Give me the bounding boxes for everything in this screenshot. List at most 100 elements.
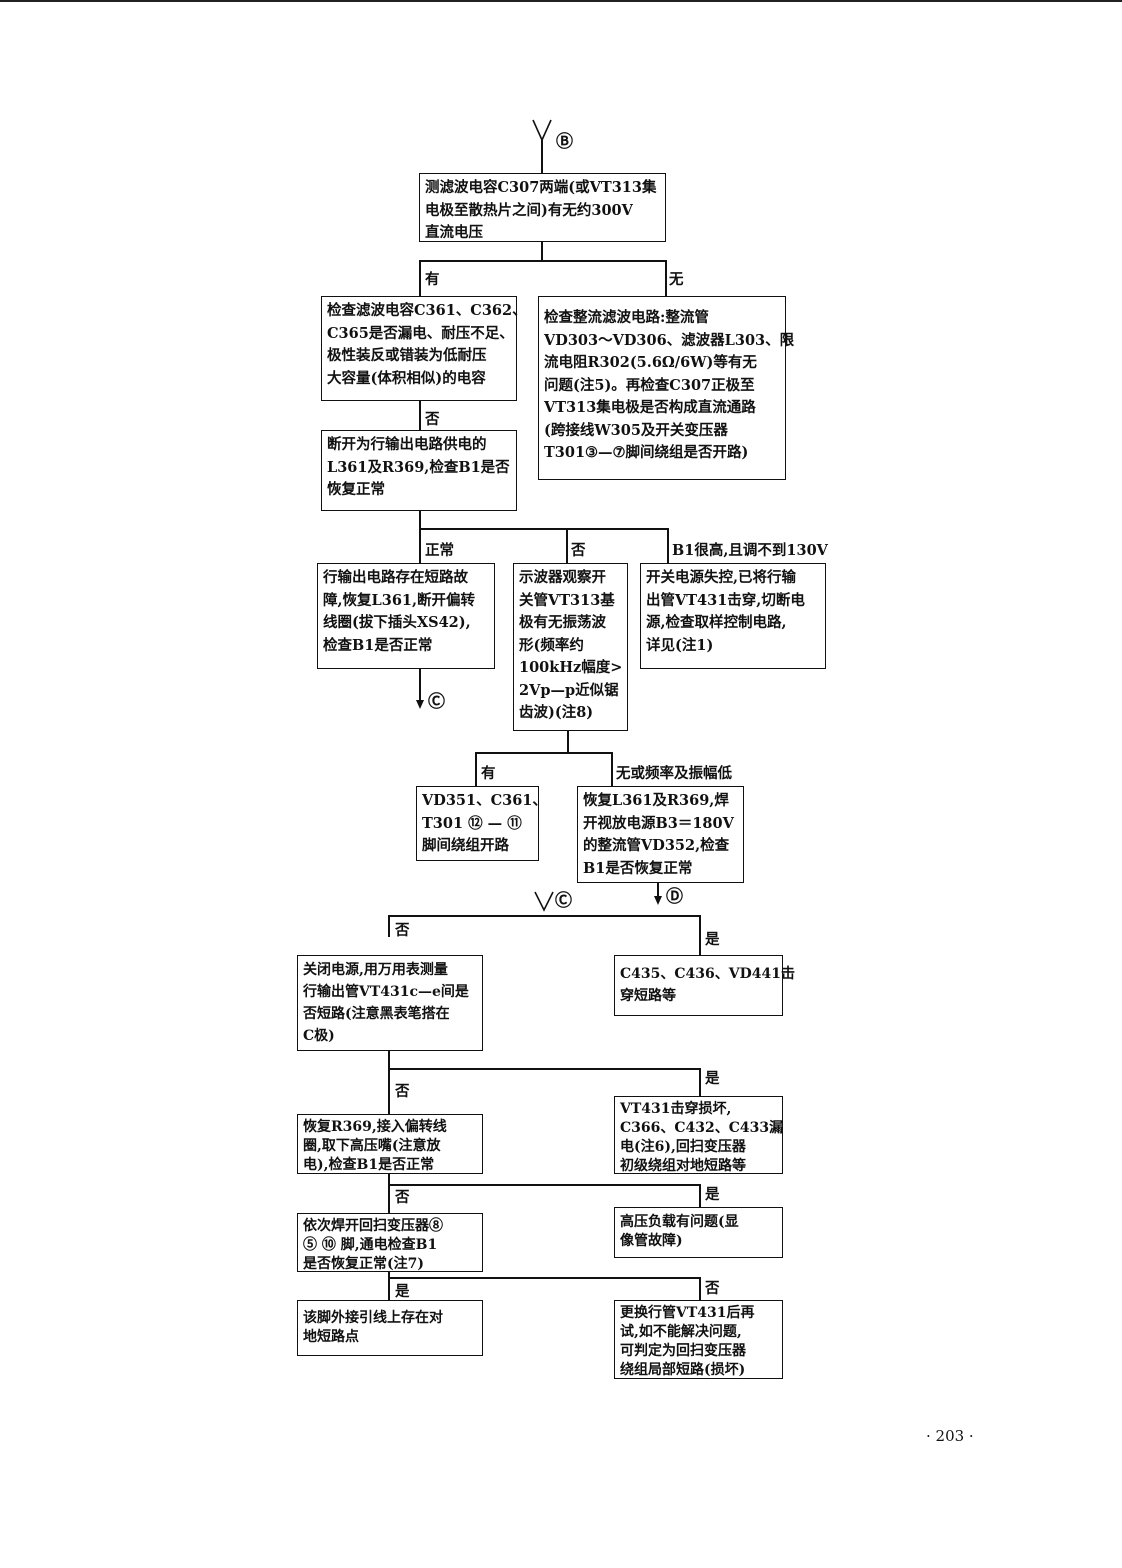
box-text-line: 问题(注5)。再检查C307正极至 (544, 376, 755, 394)
box-text-line: T301③—⑦脚间绕组是否开路) (544, 444, 749, 461)
box-text-line: 检查整流滤波电路:整流管 (544, 309, 709, 326)
box-text-line: 详见(注1) (646, 636, 714, 654)
connector-line (388, 1277, 700, 1279)
branch-label-yes: 是 (705, 1186, 720, 1203)
connector-line (419, 668, 421, 701)
branch-label-yes: 是 (395, 1283, 410, 1300)
branch-label-yes: 是 (705, 931, 720, 948)
arrow-down-icon (416, 700, 424, 709)
box-text-line: 恢复正常 (327, 481, 385, 498)
branch-label-no: 否 (705, 1280, 720, 1297)
box-text-line: 初级绕组对地短路等 (620, 1158, 746, 1174)
connector-line (388, 1173, 390, 1213)
result-replace-vt431: 更换行管VT431后再试,如不能解决问题,可判定为回扫变压器绕组局部短路(损坏) (614, 1300, 783, 1379)
branch-label-yes: 有 (481, 765, 496, 782)
connector-line (667, 528, 669, 563)
box-text-line: 脚间绕组开路 (422, 837, 509, 854)
step-check-rectifier: 检查整流滤波电路:整流管 VD303～VD306、滤波器L303、限流电阻R302… (538, 296, 795, 480)
box-text-line: 测滤波电容C307两端(或VT313集 (425, 179, 657, 196)
connector-line (699, 1184, 701, 1207)
box-text-line: 依次焊开回扫变压器⑧ (303, 1218, 443, 1234)
box-text-line: 试,如不能解决问题, (620, 1324, 742, 1340)
box-text-line: 恢复R369,接入偏转线 (303, 1119, 447, 1135)
box-text-line: 检查B1是否正常 (323, 636, 433, 654)
branch-label-normal: 正常 (425, 542, 454, 559)
box-text-line: 极性装反或错装为低耐压 (327, 347, 487, 364)
box-text-line: 流电阻R302(5.6Ω/6W)等有无 (544, 354, 757, 371)
box-text-line: 关管VT313基 (519, 591, 615, 609)
connector-b: Ⓑ (556, 132, 573, 152)
box-text-line: 齿波)(注8) (519, 704, 594, 721)
branch-label-no: 否 (395, 1083, 410, 1100)
connector-c-in: Ⓒ (555, 891, 572, 911)
page-number: · 203 · (926, 1427, 974, 1445)
box-text-line: 行输出电路存在短路故 (323, 569, 468, 586)
box-text-line: 像管故障) (620, 1233, 683, 1249)
branch-label-yes: 是 (705, 1070, 720, 1087)
box-text-line: C366、C432、C433漏 (620, 1120, 784, 1136)
connector-line (388, 1050, 390, 1114)
step-restore-r369: 恢复R369,接入偏转线圈,取下高压嘴(注意放电),检查B1是否正常 (297, 1114, 483, 1174)
connector-d: Ⓓ (666, 887, 683, 907)
connector-line (475, 752, 613, 754)
connector-in-icon (534, 891, 554, 912)
result-pin-ground-short: 该脚外接引线上存在对地短路点 (297, 1300, 483, 1356)
connector-line (388, 1184, 700, 1186)
connector-line (388, 915, 700, 917)
step-flyback-short: 行输出电路存在短路故障,恢复L361,断开偏转线圈(拔下插头XS42), 检查B1… (317, 563, 495, 669)
box-text-line: 更换行管VT431后再 (620, 1305, 755, 1321)
branch-label-no-or-low: 无或频率及振幅低 (616, 765, 732, 782)
box-text-line: (跨接线W305及开关变压器 (544, 421, 728, 439)
branch-label-no: 否 (395, 922, 410, 939)
box-text-line: VD303～VD306、滤波器L303、限 (544, 331, 795, 349)
connector-line (419, 510, 421, 563)
branch-label-yes: 有 (425, 271, 440, 288)
connector-line (419, 528, 668, 530)
box-text-line: 线圈(拔下插头XS42), (323, 614, 471, 631)
branch-label-no: 否 (571, 542, 586, 559)
box-text-line: C极) (303, 1028, 335, 1044)
box-text-line: 障,恢复L361,断开偏转 (323, 591, 476, 609)
box-text-line: 断开为行输出电路供电的 (327, 436, 487, 453)
connector-line (657, 882, 659, 897)
box-text-line: 源,检查取样控制电路, (646, 614, 787, 631)
connector-line (699, 915, 701, 955)
connector-line (699, 1068, 701, 1096)
result-hv-load-fault: 高压负载有问题(显像管故障) (614, 1207, 783, 1258)
box-text-line: 地短路点 (303, 1329, 359, 1345)
step-check-filter-caps: 检查滤波电容C361、C362、C365是否漏电、耐压不足、极性装反或错装为低耐… (321, 296, 527, 401)
connector-line (541, 241, 543, 260)
box-text-line: 高压负载有问题(显 (620, 1214, 739, 1230)
connector-line (388, 915, 390, 937)
box-text-line: 电),检查B1是否正常 (303, 1157, 435, 1173)
box-text-line: VD351、C361、 (422, 792, 547, 809)
result-c435-short: C435、C436、VD441击穿短路等 (614, 955, 795, 1016)
connector-line (419, 260, 667, 262)
box-text-line: 可判定为回扫变压器 (620, 1343, 746, 1359)
branch-label-no: 无 (669, 271, 684, 288)
connector-line (388, 1068, 700, 1070)
box-text-line: 2Vp—p近似锯 (519, 681, 619, 699)
connector-line (541, 140, 543, 173)
box-text-line: 否短路(注意黑表笔搭在 (303, 1006, 450, 1022)
box-text-line: VT431击穿损坏, (620, 1101, 732, 1117)
connector-line (419, 260, 421, 296)
box-text-line: 是否恢复正常(注7) (303, 1256, 424, 1272)
box-text-line: 形(频率约 (519, 636, 584, 654)
connector-line (611, 752, 613, 786)
box-text-line: L361及R369,检查B1是否 (327, 458, 510, 476)
box-text-line: 该脚外接引线上存在对 (303, 1310, 443, 1326)
box-text-line: 电极至散热片之间)有无约300V (425, 201, 633, 219)
box-text-line: 圈,取下高压嘴(注意放 (303, 1138, 441, 1154)
connector-line (419, 400, 421, 430)
connector-line (665, 260, 667, 296)
box-text-line: 极有无振荡波 (519, 614, 606, 631)
box-text-line: 开关电源失控,已将行输 (646, 569, 797, 586)
box-text-line: 恢复L361及R369,焊 (583, 792, 729, 809)
box-text-line: 示波器观察开 (519, 569, 606, 586)
branch-label-b1-high: B1很高,且调不到130V (672, 542, 828, 559)
